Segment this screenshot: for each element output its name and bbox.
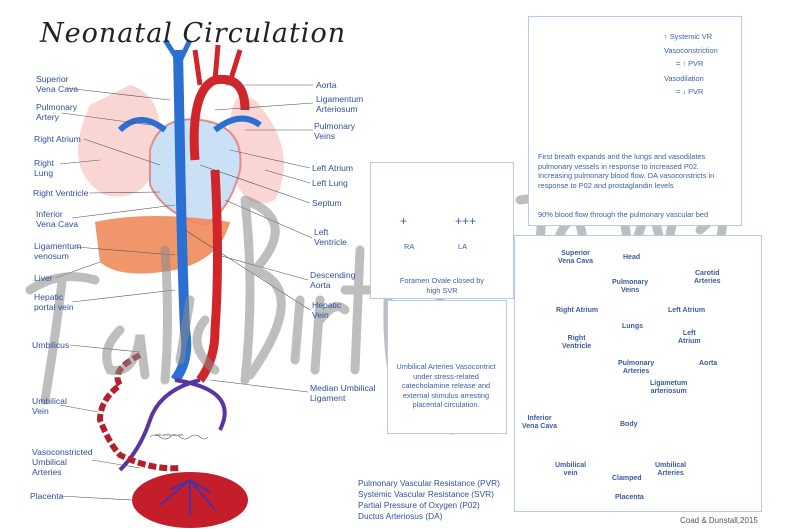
abbreviations-list: Pulmonary Vascular Resistance (PVR) Syst… xyxy=(358,478,500,522)
label-placenta: Placenta xyxy=(30,491,64,501)
signature-scribble xyxy=(149,434,209,440)
umbilical-panel xyxy=(387,300,507,434)
top-right-text-2: 90% blood flow through the pulmonary vas… xyxy=(538,210,709,219)
label-right-atrium: Right Atrium xyxy=(34,134,81,144)
aorta-branches xyxy=(192,44,243,86)
pulmonary-artery-path xyxy=(117,115,262,133)
foramen-plus-left: + xyxy=(400,214,408,228)
label-left-lung: Left Lung xyxy=(312,178,348,188)
top-right-panel xyxy=(528,16,742,226)
flow-right-atrium: Right Atrium xyxy=(556,307,599,314)
foramen-la: LA xyxy=(458,242,468,251)
legend-vasoconstriction: Vasoconstriction xyxy=(664,46,718,55)
abbr-po2: Partial Pressure of Oxygen (P02) xyxy=(358,500,480,510)
left-lung-shape xyxy=(228,95,284,204)
right-lung-shape xyxy=(78,85,161,197)
umbilical-cord xyxy=(96,352,181,472)
foramen-panel xyxy=(370,162,514,299)
foramen-plus-right: +++ xyxy=(455,214,477,228)
label-umbilicus: Umbilicus xyxy=(32,340,70,350)
abbr-da: Ductus Arteriosus (DA) xyxy=(358,511,443,521)
left-leader-lines xyxy=(54,87,176,501)
liver-shape xyxy=(95,216,230,274)
umbilical-arteries xyxy=(118,378,227,472)
flow-clamped: Clamped xyxy=(612,475,642,482)
foramen-text: Foramen Ovale closed by high SVR xyxy=(399,276,485,295)
label-liver: Liver xyxy=(34,273,53,283)
umbilical-text: Umbilical Arteries Vasocontrict under st… xyxy=(396,362,496,409)
legend-down-pvr: = ↓ PVR xyxy=(676,87,704,96)
abbr-pvr: Pulmonary Vascular Resistance (PVR) xyxy=(358,478,500,488)
signature-text: talk birthy to me xyxy=(155,432,184,437)
placenta-vessels xyxy=(159,479,216,515)
legend-up-pvr: = ↑ PVR xyxy=(676,59,704,68)
abbr-svr: Systemic Vascular Resistance (SVR) xyxy=(358,489,494,499)
legend-systemic-vr: ↑ Systemic VR xyxy=(664,32,713,41)
flow-aorta: Aorta xyxy=(699,360,718,367)
svc-branches xyxy=(162,38,193,67)
flow-head: Head xyxy=(623,254,641,261)
top-right-text: First breath expands and the lungs and v… xyxy=(538,152,715,190)
flow-left-atrium: Left Atrium xyxy=(668,307,706,314)
foramen-ra: RA xyxy=(404,242,415,251)
label-right-ventricle: Right Ventricle xyxy=(33,188,89,198)
flowchart-panel xyxy=(514,235,762,512)
label-left-atrium: Left Atrium xyxy=(312,163,354,173)
page-title: Neonatal Circulation xyxy=(40,18,347,49)
label-aorta: Aorta xyxy=(316,80,337,90)
legend-vasodilation: Vasodilation xyxy=(664,74,704,83)
flow-body: Body xyxy=(620,421,638,428)
flow-lungs: Lungs xyxy=(622,323,643,330)
credit-text: Coad & Dunstall,2015 xyxy=(680,516,758,525)
label-septum: Septum xyxy=(312,198,342,208)
flow-placenta: Placenta xyxy=(615,494,644,501)
